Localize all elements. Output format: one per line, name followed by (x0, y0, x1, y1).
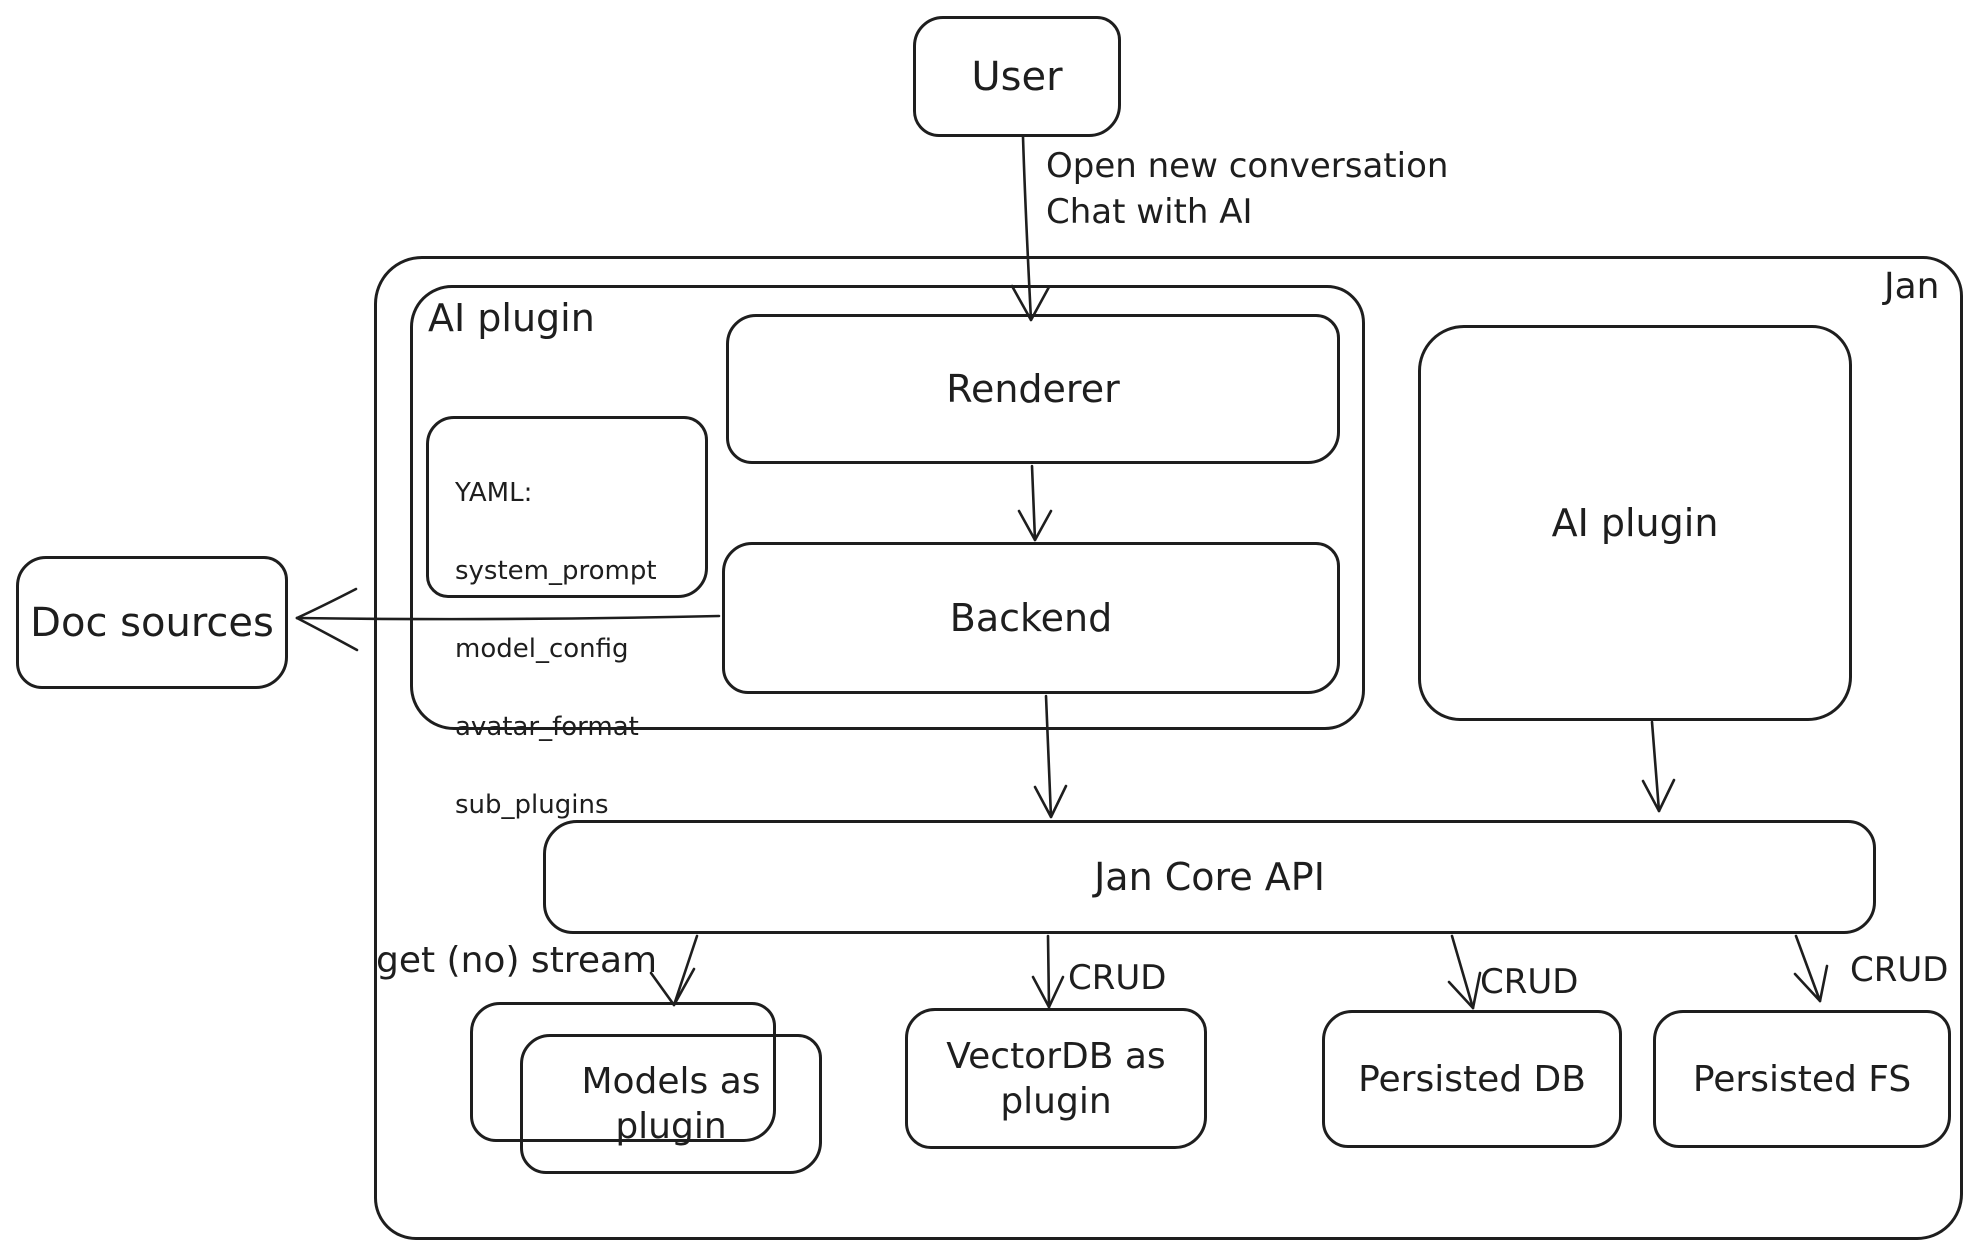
node-ai-plugin-right-label: AI plugin (1551, 500, 1719, 545)
note-yaml-line: system_prompt (455, 556, 657, 586)
container-jan (374, 256, 1963, 1240)
node-persisted-db: Persisted DB (1322, 1010, 1622, 1148)
node-doc-sources-label: Doc sources (30, 599, 274, 646)
node-persisted-fs-label: Persisted FS (1692, 1058, 1912, 1100)
edge-label-crud-db: CRUD (1480, 962, 1579, 1002)
edge-label-open-line2: Chat with AI (1046, 192, 1253, 232)
edge-label-open-line1: Open new conversation (1046, 146, 1449, 186)
note-yaml-title: YAML: (455, 478, 533, 508)
container-ai-plugin (410, 285, 1365, 730)
edge-label-crud-vectordb: CRUD (1068, 958, 1167, 998)
node-models-as-plugin: Models as plugin (520, 1034, 822, 1174)
node-user: User (913, 16, 1121, 137)
node-models-as-plugin-label: Models as plugin (581, 1061, 761, 1147)
node-persisted-fs: Persisted FS (1653, 1010, 1951, 1148)
container-jan-label: Jan (1884, 266, 1940, 307)
note-yaml-line: sub_plugins (455, 790, 609, 820)
node-models-as-plugin-outer (470, 1002, 776, 1142)
node-jan-core-api: Jan Core API (543, 820, 1876, 934)
edge-label-get-no-stream: get (no) stream (376, 940, 658, 981)
node-persisted-db-label: Persisted DB (1358, 1058, 1586, 1100)
node-user-label: User (971, 53, 1063, 100)
node-doc-sources: Doc sources (16, 556, 288, 689)
node-ai-plugin-right: AI plugin (1418, 325, 1852, 721)
node-renderer: Renderer (726, 314, 1340, 464)
node-vectordb-as-plugin-label: VectorDB as plugin (946, 1035, 1166, 1122)
node-renderer-label: Renderer (946, 366, 1120, 411)
note-yaml-line: model_config (455, 634, 629, 664)
node-backend: Backend (722, 542, 1340, 694)
note-yaml-line: avatar_format (455, 712, 639, 742)
edge-label-crud-fs: CRUD (1850, 950, 1949, 990)
container-ai-plugin-label: AI plugin (428, 296, 595, 340)
node-backend-label: Backend (949, 595, 1113, 640)
note-yaml: YAML: system_prompt model_config avatar_… (426, 416, 708, 820)
node-jan-core-api-label: Jan Core API (1094, 854, 1325, 899)
edge-label-open-conversation: Open new conversation Chat with AI (1046, 146, 1448, 232)
node-vectordb-as-plugin: VectorDB as plugin (905, 1008, 1207, 1149)
